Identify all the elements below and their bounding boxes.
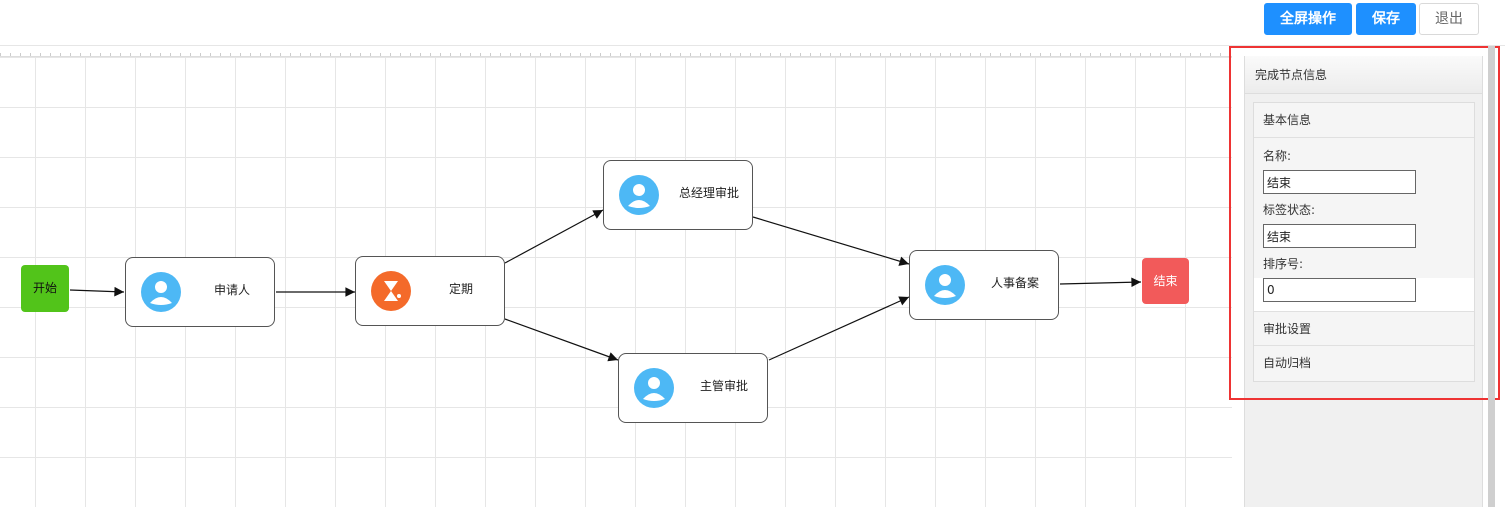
node-label: 申请人 bbox=[214, 283, 251, 297]
node-applicant[interactable]: 申请人 bbox=[125, 257, 275, 327]
canvas-ruler bbox=[0, 47, 1232, 57]
tag-status-field[interactable] bbox=[1263, 224, 1416, 248]
user-icon bbox=[141, 272, 181, 312]
top-toolbar: 全屏操作 保存 退出 bbox=[0, 0, 1505, 46]
basic-info-fields: 名称: 标签状态: 排序号: bbox=[1254, 138, 1474, 311]
edge-regular-to-supervisor bbox=[504, 318, 619, 362]
edge-start-to-applicant bbox=[69, 286, 125, 297]
name-field[interactable] bbox=[1263, 170, 1416, 194]
node-info-panel: 完成节点信息 基本信息 名称: 标签状态: 排序号: 审批设置 自动归档 bbox=[1244, 56, 1483, 507]
auto-archive-header[interactable]: 自动归档 bbox=[1263, 356, 1312, 370]
basic-info-section: 基本信息 名称: 标签状态: 排序号: 审批设置 自动归档 bbox=[1253, 102, 1475, 382]
edge-hr-to-end bbox=[1059, 277, 1142, 288]
order-label: 排序号: bbox=[1263, 257, 1304, 271]
user-icon bbox=[634, 368, 674, 408]
hourglass-icon bbox=[371, 271, 411, 311]
save-button[interactable]: 保存 bbox=[1356, 3, 1416, 35]
node-regular[interactable]: 定期 bbox=[355, 256, 505, 326]
fullscreen-button[interactable]: 全屏操作 bbox=[1264, 3, 1352, 35]
panel-title: 完成节点信息 bbox=[1245, 56, 1482, 94]
node-label: 人事备案 bbox=[991, 276, 1040, 290]
node-general-manager-approval[interactable]: 总经理审批 bbox=[603, 160, 753, 230]
edge-regular-to-gm bbox=[504, 209, 604, 264]
user-icon bbox=[619, 175, 659, 215]
exit-button[interactable]: 退出 bbox=[1419, 3, 1479, 35]
name-label: 名称: bbox=[1263, 149, 1292, 163]
tag-status-label: 标签状态: bbox=[1263, 203, 1316, 217]
node-label: 总经理审批 bbox=[679, 186, 740, 200]
start-node[interactable]: 开始 bbox=[21, 265, 69, 312]
node-hr-record[interactable]: 人事备案 bbox=[909, 250, 1059, 320]
edge-gm-to-hr bbox=[752, 216, 910, 266]
node-label: 主管审批 bbox=[700, 379, 749, 393]
approval-settings-header[interactable]: 审批设置 bbox=[1254, 311, 1474, 346]
panel-highlight-box bbox=[1229, 46, 1500, 400]
user-icon bbox=[925, 265, 965, 305]
scrollbar[interactable] bbox=[1488, 46, 1495, 507]
edge-supervisor-to-hr bbox=[768, 296, 910, 361]
basic-info-header[interactable]: 基本信息 bbox=[1254, 103, 1474, 138]
order-field[interactable] bbox=[1263, 278, 1416, 302]
end-node[interactable]: 结束 bbox=[1142, 258, 1189, 304]
node-label: 定期 bbox=[449, 282, 474, 296]
node-supervisor-approval[interactable]: 主管审批 bbox=[618, 353, 768, 423]
flow-edges bbox=[69, 209, 1142, 362]
